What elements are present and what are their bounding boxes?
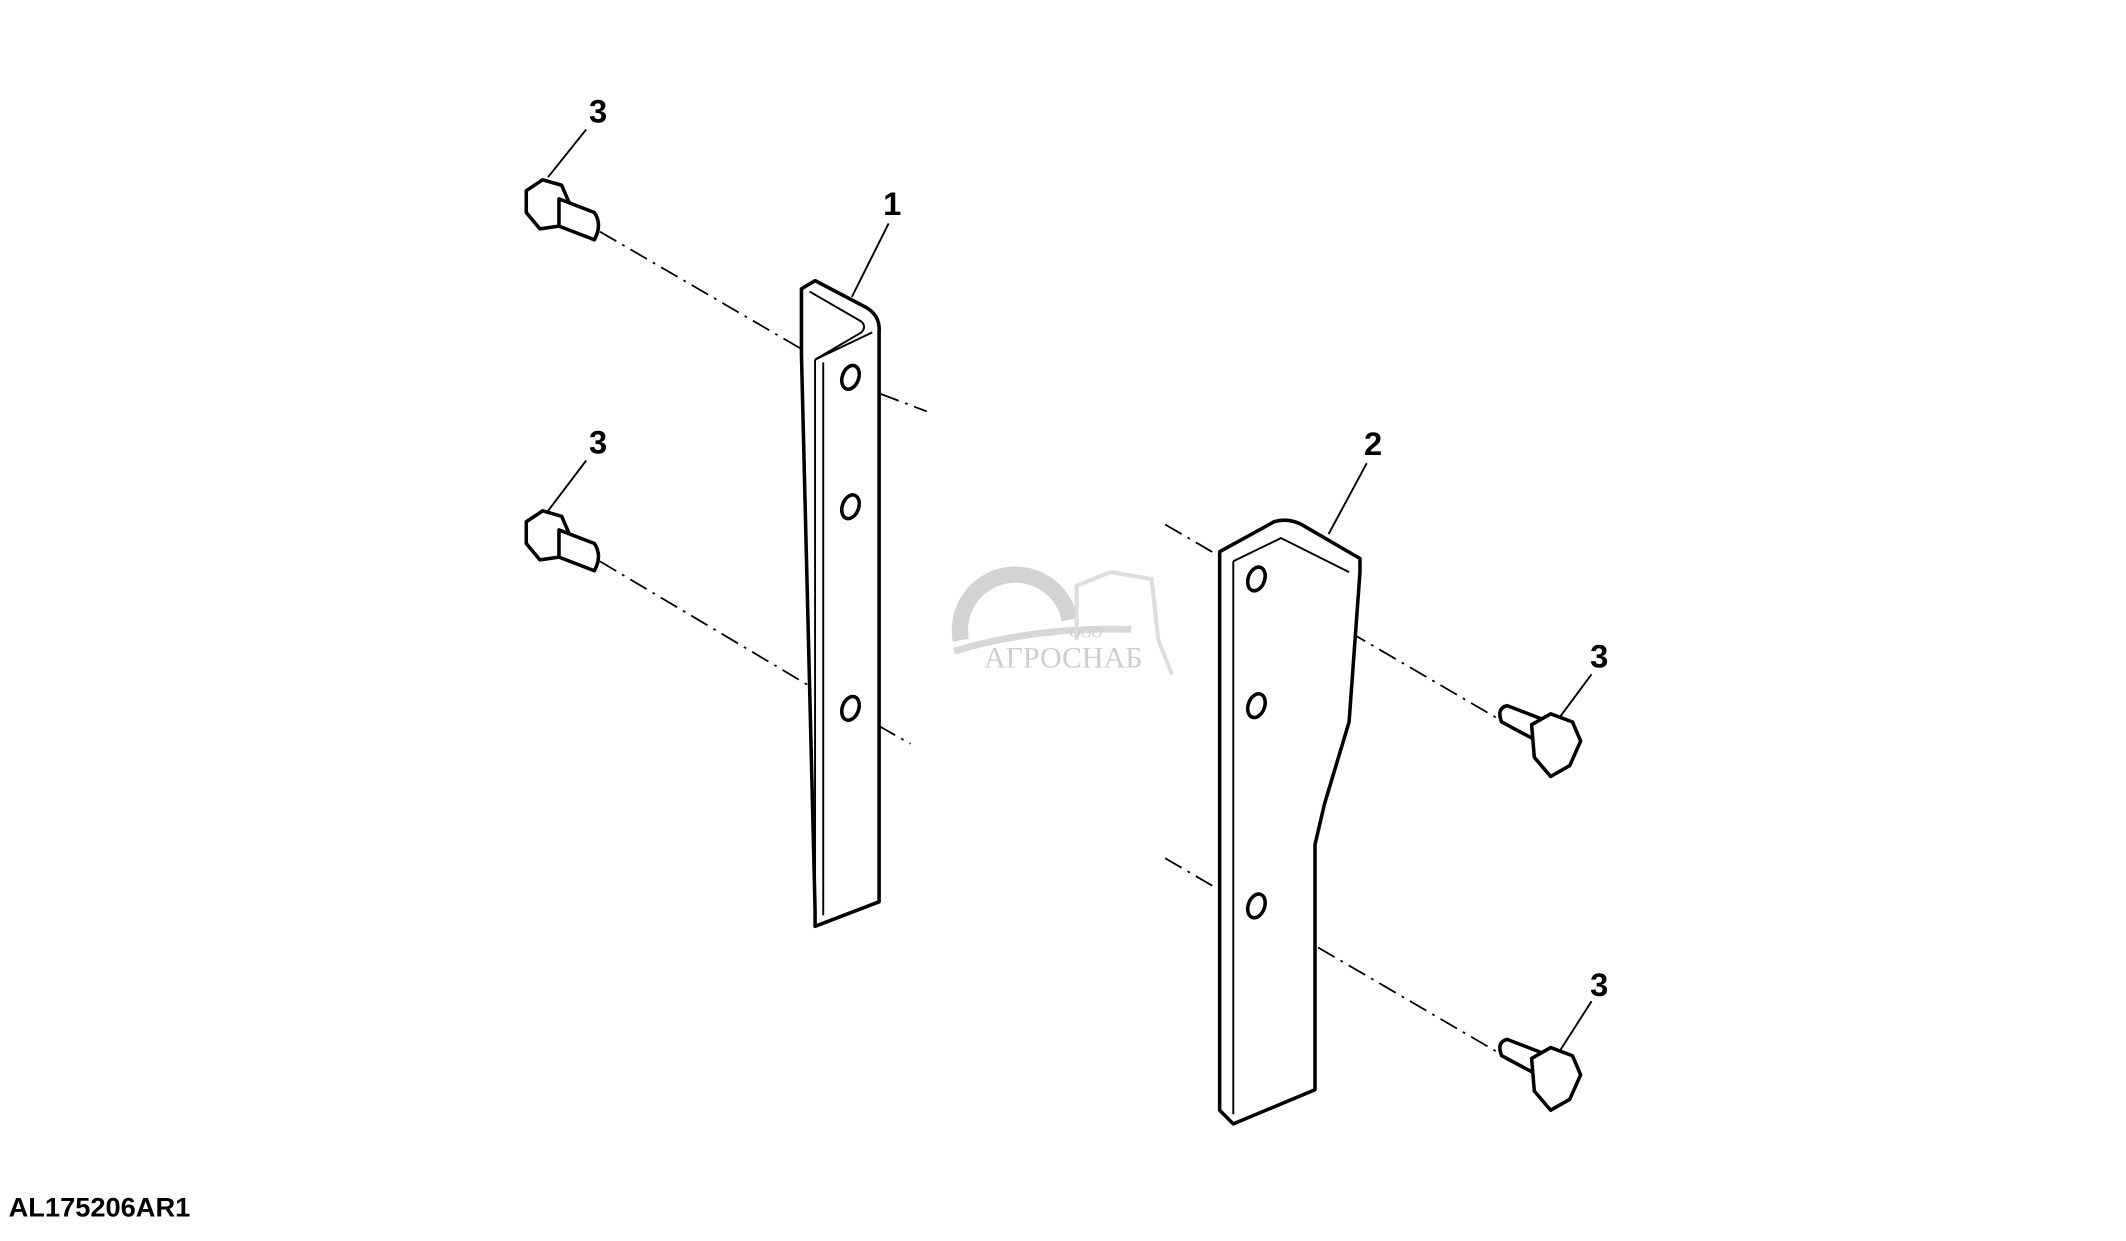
combine-harvester-icon xyxy=(1074,570,1174,676)
watermark-prefix: ООО xyxy=(1070,626,1103,642)
bolt-a xyxy=(524,178,601,242)
watermark-name: АГРОСНАБ xyxy=(984,641,1142,674)
gear-logo-icon xyxy=(951,566,1078,642)
callout-part-2: 2 xyxy=(1364,425,1382,462)
figure-id: AL175206AR1 xyxy=(9,1191,191,1222)
agrosnab-watermark: ООО АГРОСНАБ xyxy=(951,566,1174,676)
hex-head-icon xyxy=(1529,712,1583,779)
leader-lines xyxy=(547,128,1593,1051)
callout-bolt-b: 3 xyxy=(589,424,607,461)
callout-bolt-d: 3 xyxy=(1590,966,1608,1003)
callout-bolt-c: 3 xyxy=(1590,637,1608,674)
bolt-c xyxy=(1498,703,1583,779)
bolt-d xyxy=(1498,1037,1583,1112)
bolt-b xyxy=(524,509,601,573)
callout-part-1: 1 xyxy=(883,185,901,222)
bracket-part-1 xyxy=(799,278,881,929)
hex-head-icon xyxy=(1529,1045,1583,1112)
channel-part-2 xyxy=(1217,518,1362,1126)
callout-bolt-a: 3 xyxy=(589,93,607,130)
